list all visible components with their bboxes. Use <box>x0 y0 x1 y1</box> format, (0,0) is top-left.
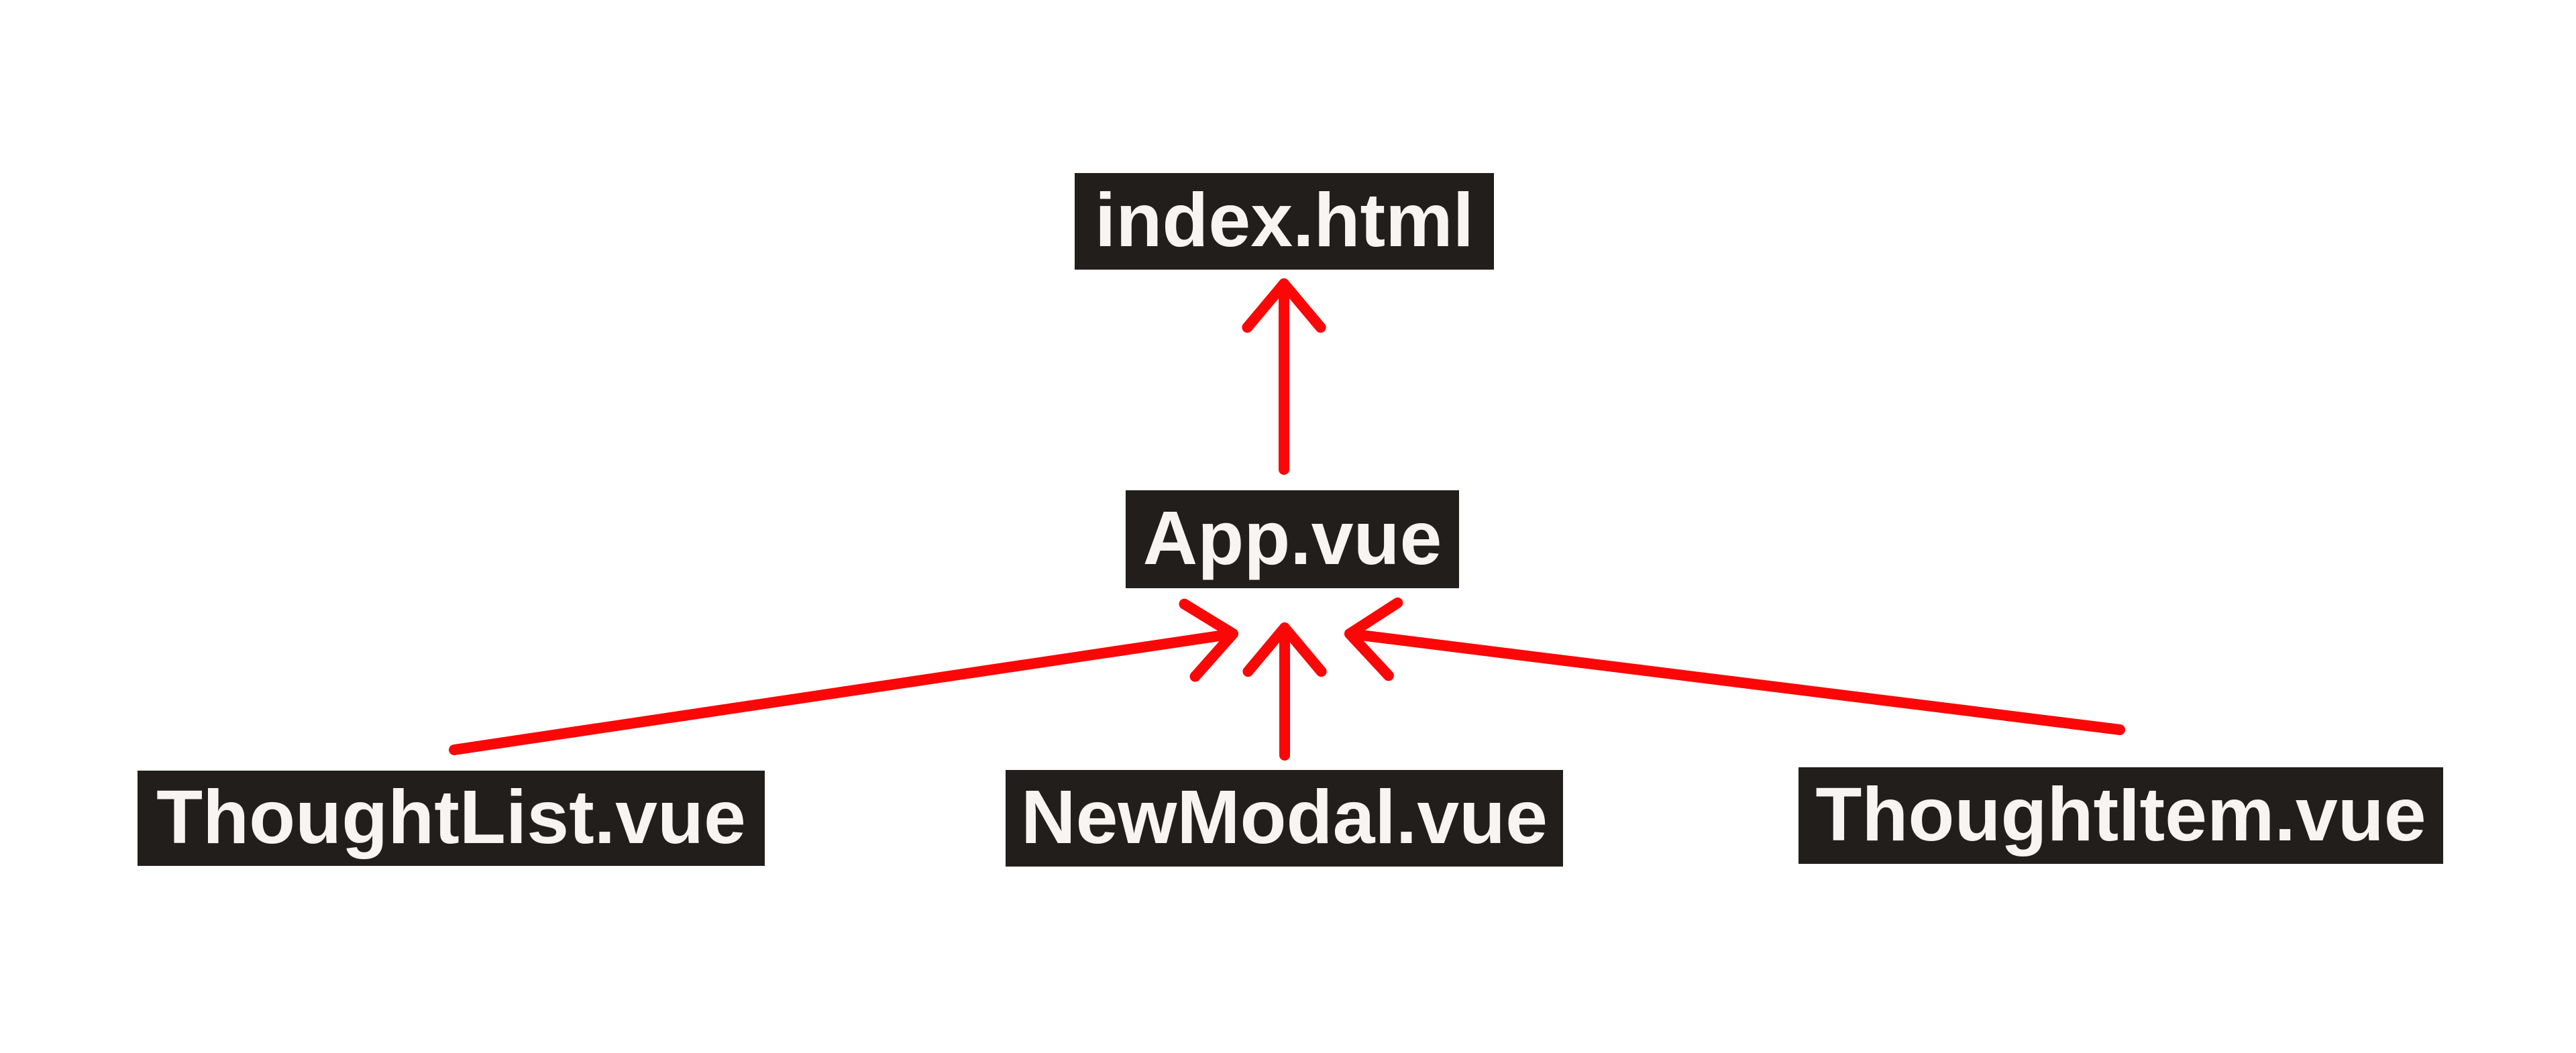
node-newmodal-vue: NewModal.vue <box>1006 770 1563 867</box>
node-label-newmodal-vue: NewModal.vue <box>1021 774 1548 859</box>
arrowhead-icon <box>1179 598 1238 682</box>
arrow-shaft <box>1344 628 2125 735</box>
node-index-html: index.html <box>1075 173 1494 270</box>
node-label-thoughtlist-vue: ThoughtList.vue <box>156 774 746 859</box>
arrowhead-icon <box>1344 597 1403 681</box>
node-thoughtlist-vue: ThoughtList.vue <box>138 771 765 866</box>
arrow-thoughtitem-vue-to-app-vue <box>1344 597 2125 735</box>
arrowhead-icon <box>1242 278 1326 333</box>
arrow-newmodal-vue-to-app-vue <box>1242 622 1327 761</box>
arrow-shaft <box>449 628 1238 755</box>
node-label-index-html: index.html <box>1094 177 1474 262</box>
node-label-thoughtitem-vue: ThoughtItem.vue <box>1815 771 2426 856</box>
node-thoughtitem-vue: ThoughtItem.vue <box>1799 767 2443 864</box>
node-app-vue: App.vue <box>1126 490 1459 588</box>
arrow-thoughtlist-vue-to-app-vue <box>449 598 1238 755</box>
arrow-app-vue-to-index-html <box>1242 278 1326 475</box>
node-label-app-vue: App.vue <box>1142 495 1442 580</box>
arrowhead-icon <box>1242 622 1327 677</box>
